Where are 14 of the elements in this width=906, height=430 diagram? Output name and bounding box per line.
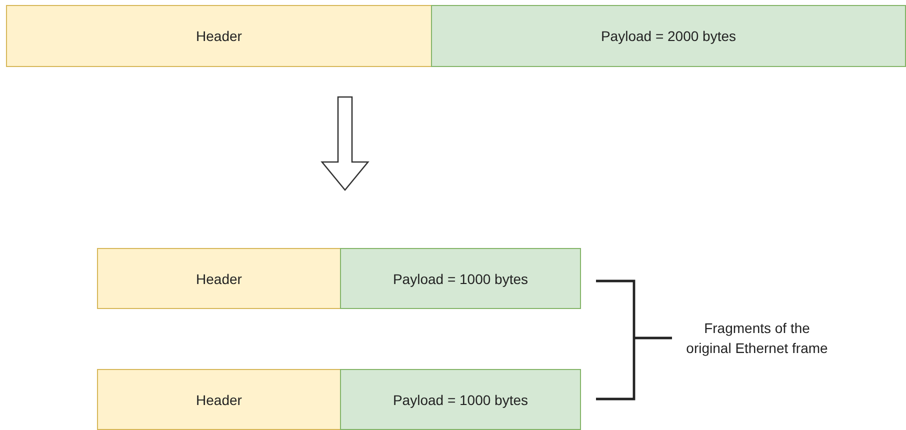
field-label: Header: [196, 392, 242, 408]
header-field: [6, 5, 432, 67]
field-label: Payload = 1000 bytes: [392, 392, 528, 408]
field-label: Payload = 1000 bytes: [392, 270, 528, 286]
payload-field: [431, 5, 906, 67]
field-label: Header: [196, 270, 242, 286]
field-label: Payload = 2000 bytes: [600, 28, 736, 44]
block-arrow: [320, 96, 370, 192]
header-field: [97, 248, 341, 309]
header-field: [97, 369, 341, 430]
field-label: Header: [196, 28, 242, 44]
bracket-note: Fragments of the original Ethernet frame: [685, 319, 829, 358]
payload-field: [340, 369, 581, 430]
payload-field: [340, 248, 581, 309]
